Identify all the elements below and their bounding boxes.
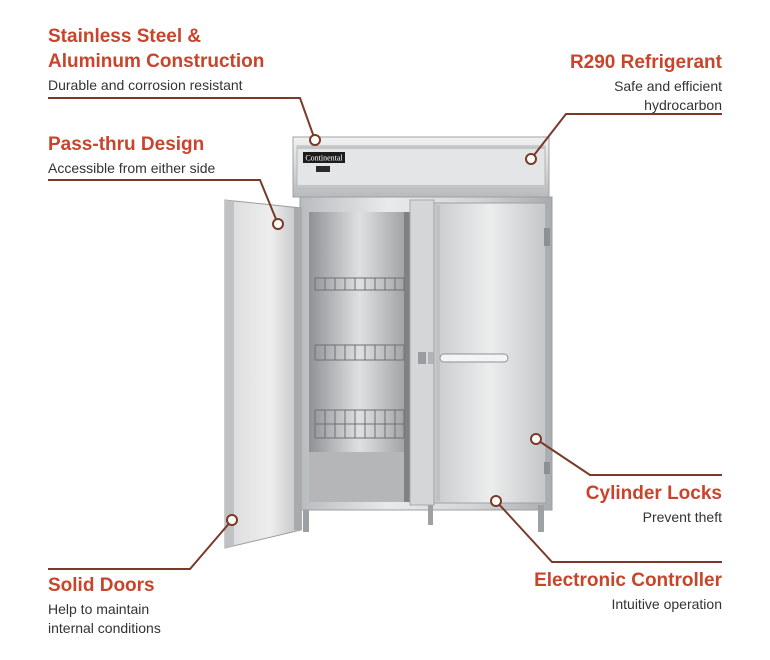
right-door xyxy=(433,202,550,504)
leader-lines xyxy=(48,97,722,570)
callout-desc: Safe and efficient hydrocarbon xyxy=(614,78,722,113)
leader-passthru xyxy=(48,179,279,225)
callout-refrigerant: R290 Refrigerant Safe and efficient hydr… xyxy=(570,50,722,115)
brand-plate-label: Continental xyxy=(305,154,343,163)
callout-desc: Intuitive operation xyxy=(611,596,722,612)
wire-shelf xyxy=(314,344,405,361)
leader-controller xyxy=(495,500,722,563)
brand-plate: Continental xyxy=(303,152,345,172)
callout-desc: Accessible from either side xyxy=(48,160,216,176)
callout-title: Stainless Steel & Aluminum Construction xyxy=(48,26,265,72)
leader-locks xyxy=(535,438,722,476)
top-housing xyxy=(292,136,550,198)
callout-passthru: Pass-thru Design Accessible from either … xyxy=(48,132,215,178)
callout-title: Pass-thru Design xyxy=(48,134,205,155)
callout-title: Electronic Controller xyxy=(534,570,722,591)
cylinder-lock xyxy=(544,462,550,474)
left-open-door xyxy=(224,199,302,549)
callout-stainless: Stainless Steel & Aluminum Construction … xyxy=(48,24,264,95)
callout-title: R290 Refrigerant xyxy=(569,52,722,73)
wire-shelf xyxy=(314,277,405,291)
wire-shelves xyxy=(314,277,405,439)
callout-locks: Cylinder Locks Prevent theft xyxy=(586,481,722,527)
door-handle xyxy=(418,352,509,364)
leader-stainless xyxy=(48,97,316,141)
legs xyxy=(303,505,544,532)
callout-title: Solid Doors xyxy=(48,575,155,596)
marker-dot-doors xyxy=(226,514,238,526)
callout-desc: Help to maintain internal conditions xyxy=(48,601,161,636)
marker-dot-refrigerant xyxy=(525,153,537,165)
leader-refrigerant xyxy=(530,113,722,160)
marker-dot-stainless xyxy=(309,134,321,146)
callout-title: Cylinder Locks xyxy=(585,483,722,504)
marker-dots xyxy=(226,134,542,526)
leader-doors xyxy=(48,519,233,570)
marker-dot-controller xyxy=(490,495,502,507)
wire-shelf xyxy=(314,409,405,439)
callout-desc: Prevent theft xyxy=(642,509,722,525)
callout-desc: Durable and corrosion resistant xyxy=(48,77,243,93)
marker-dot-locks xyxy=(530,433,542,445)
marker-dot-passthru xyxy=(272,218,284,230)
callout-doors: Solid Doors Help to maintain internal co… xyxy=(48,573,161,638)
callout-controller: Electronic Controller Intuitive operatio… xyxy=(534,568,722,614)
